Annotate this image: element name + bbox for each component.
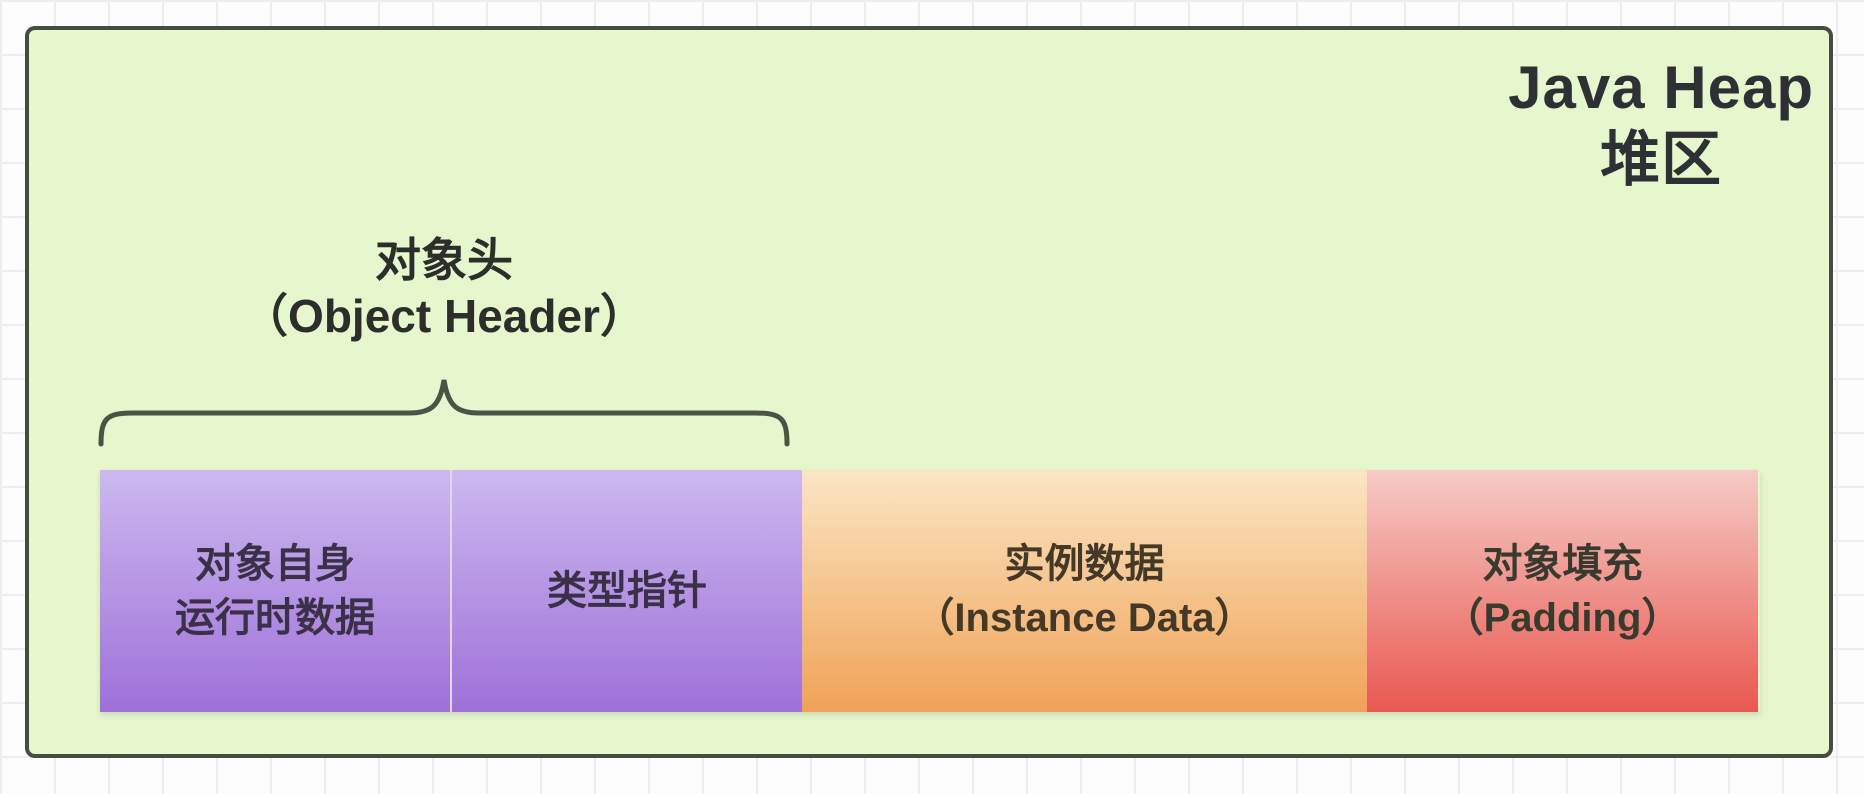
java-heap-title: Java Heap 堆区 xyxy=(1508,52,1814,196)
java-heap-title-cn: 堆区 xyxy=(1600,126,1723,193)
segment-runtime-data-label-line: 运行时数据 xyxy=(175,596,375,640)
segment-runtime-data-label-line: 对象自身 xyxy=(195,542,355,586)
curly-brace-icon xyxy=(98,379,790,447)
object-header-label: 对象头 （Object Header） xyxy=(95,232,793,344)
segment-padding-label-line: 对象填充 xyxy=(1482,542,1643,586)
segment-instance-data: 实例数据 （Instance Data） xyxy=(802,470,1367,712)
object-header-label-cn: 对象头 xyxy=(375,234,513,286)
segment-klass-pointer: 类型指针 xyxy=(450,470,802,712)
java-heap-title-en: Java Heap xyxy=(1508,54,1814,121)
memory-bar: 对象自身运行时数据 类型指针 实例数据 （Instance Data） 对象填充 （Pad… xyxy=(100,470,1760,712)
segment-instance-data-label-line: 实例数据 xyxy=(1004,542,1165,586)
object-header-label-en: （Object Header） xyxy=(242,290,646,342)
segment-instance-data-label-line: （Instance Data） xyxy=(914,596,1255,640)
object-header-brace xyxy=(95,368,793,452)
segment-runtime-data: 对象自身运行时数据 xyxy=(100,470,450,712)
segment-padding-label-line: （Padding） xyxy=(1443,596,1682,640)
segment-klass-pointer-label-line: 类型指针 xyxy=(547,569,707,613)
segment-padding: 对象填充 （Padding） xyxy=(1367,470,1758,712)
